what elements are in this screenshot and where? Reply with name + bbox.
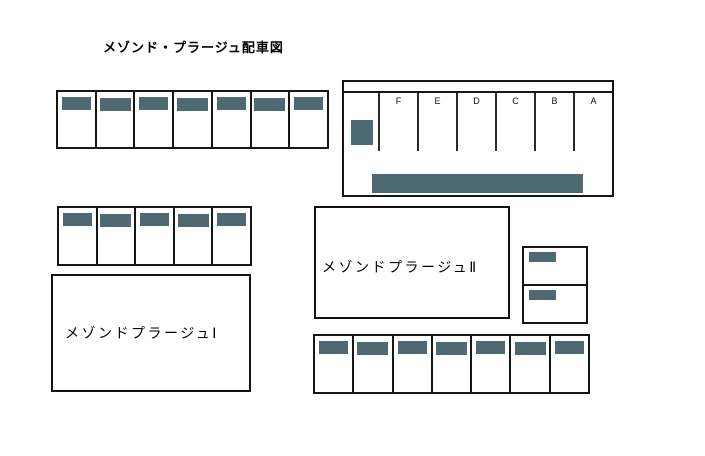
carport-column-label: B <box>551 96 558 106</box>
vehicle-bar <box>529 290 556 300</box>
vehicle-bar <box>139 213 169 226</box>
carport-columns: F E D C B A <box>344 93 612 151</box>
vehicle-bar <box>554 341 584 354</box>
parking-space <box>58 92 95 147</box>
carport-column-label: E <box>434 96 441 106</box>
vehicle-bar <box>319 341 349 354</box>
carport-column-label: A <box>590 96 597 106</box>
parking-space <box>470 336 509 392</box>
parking-space <box>391 336 431 392</box>
parking-stack-right <box>522 246 588 324</box>
parking-space <box>94 92 134 147</box>
carport-column-label: F <box>395 96 402 106</box>
vehicle-bar <box>435 342 467 355</box>
carport-column: F <box>378 93 417 151</box>
vehicle-bar <box>100 214 132 227</box>
carport-header-band <box>344 82 612 93</box>
parking-space <box>133 92 172 147</box>
vehicle-bar <box>216 97 246 110</box>
vehicle-bar <box>529 252 556 262</box>
parked-vehicle-square <box>351 120 373 145</box>
carport-column: C <box>495 93 534 151</box>
parking-row-mid-left <box>57 206 252 266</box>
building-maison-plage-2: メゾンドプラージュⅡ <box>314 206 510 319</box>
parking-space <box>95 208 135 264</box>
parking-row-top-left <box>56 90 329 149</box>
vehicle-bar <box>62 213 92 226</box>
building-maison-plage-1: メゾンドプラージュⅠ <box>51 274 251 392</box>
carport-column: A <box>573 93 612 151</box>
vehicle-bar <box>397 341 427 354</box>
parking-space <box>172 208 212 264</box>
carport-column-unlabeled <box>344 93 378 151</box>
parking-space <box>430 336 470 392</box>
vehicle-bar <box>177 98 209 111</box>
vehicle-bar <box>476 341 506 354</box>
parking-row-bottom-right <box>313 334 590 394</box>
vehicle-bar <box>254 98 286 111</box>
parking-space <box>315 336 352 392</box>
vehicle-bar <box>217 213 247 226</box>
building-label: メゾンドプラージュⅠ <box>65 325 219 341</box>
parking-space <box>249 92 289 147</box>
vehicle-bar <box>294 97 324 110</box>
page-title: メゾンド・プラージュ配車図 <box>103 40 284 55</box>
parking-space <box>524 248 586 284</box>
parking-space <box>352 336 391 392</box>
carport-column-label: C <box>512 96 519 106</box>
carport-column: B <box>534 93 573 151</box>
vehicle-bar <box>357 342 389 355</box>
parking-space <box>172 92 211 147</box>
vehicle-bar <box>514 342 546 355</box>
vehicle-bar <box>139 97 169 110</box>
parking-space <box>211 208 250 264</box>
parking-space <box>509 336 548 392</box>
vehicle-bar <box>99 98 131 111</box>
parking-space <box>524 284 586 322</box>
carport-area: F E D C B A <box>342 80 614 197</box>
parking-space <box>134 208 173 264</box>
building-label: メゾンドプラージュⅡ <box>322 258 479 275</box>
parking-space <box>288 92 327 147</box>
parking-space <box>548 336 588 392</box>
parking-space <box>59 208 96 264</box>
vehicle-bar <box>61 97 91 110</box>
long-vehicle-bar <box>372 174 583 193</box>
carport-column: E <box>417 93 456 151</box>
carport-column-label: D <box>473 96 480 106</box>
parking-space <box>210 92 250 147</box>
vehicle-bar <box>177 214 209 227</box>
carport-column: D <box>456 93 495 151</box>
